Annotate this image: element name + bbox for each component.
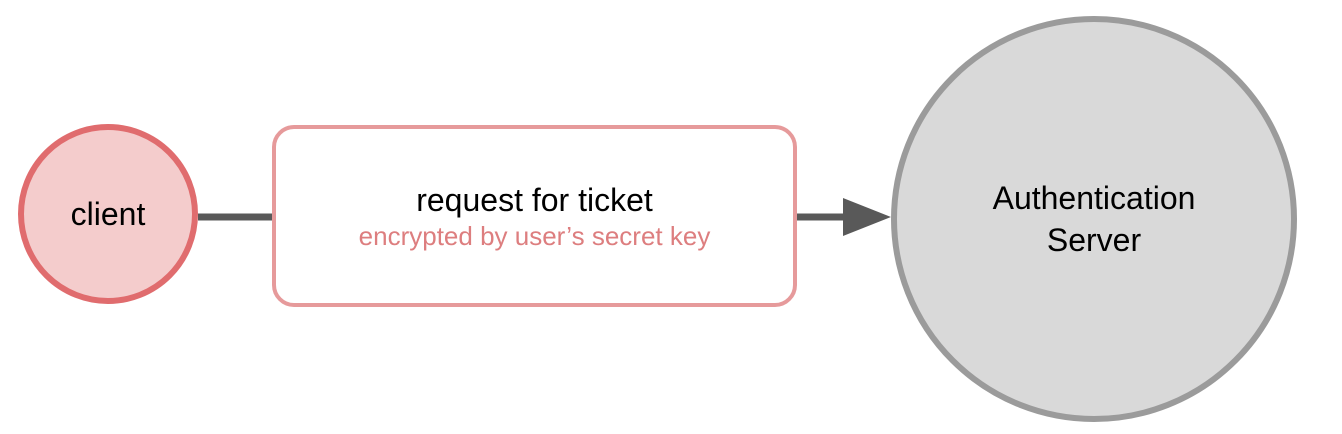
client-node[interactable]: client	[18, 124, 198, 304]
authentication-server-node[interactable]: Authentication Server	[891, 16, 1297, 422]
arrowhead-icon	[843, 198, 891, 236]
client-label: client	[70, 195, 146, 232]
server-label-line1: Authentication	[992, 180, 1196, 216]
message-subtitle: encrypted by user’s secret key	[358, 221, 711, 251]
message-box[interactable]: request for ticket encrypted by user’s s…	[272, 125, 797, 307]
server-label-line2: Server	[1046, 222, 1142, 258]
message-title: request for ticket	[416, 182, 653, 218]
